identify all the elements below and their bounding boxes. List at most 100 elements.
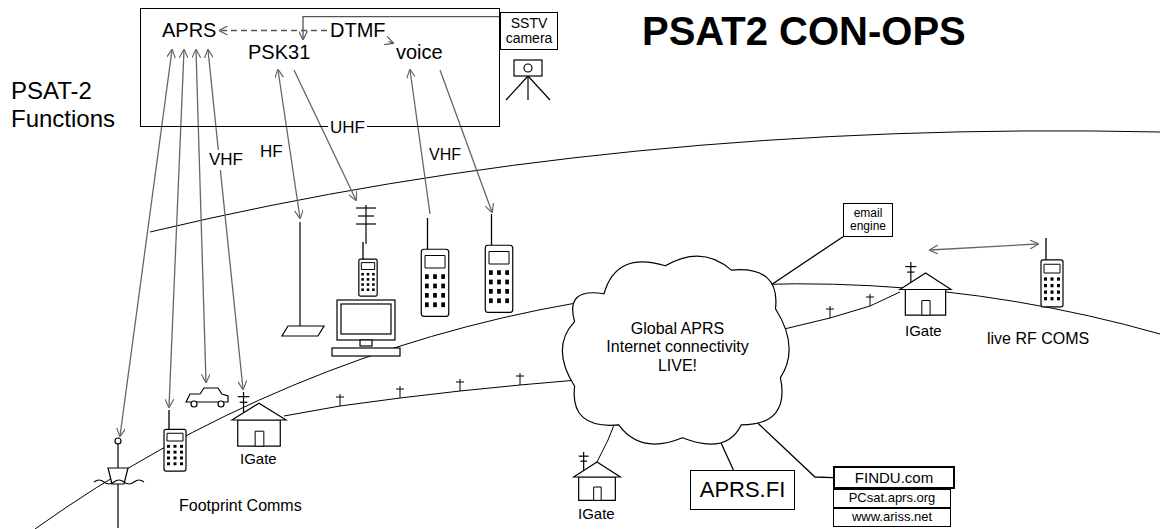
label-box: Footprint Comms xyxy=(177,497,304,515)
pole-wires xyxy=(340,394,341,406)
website-box: FINDU.com xyxy=(833,466,955,489)
label-box: IGate xyxy=(576,505,617,522)
label-text: Footprint Comms xyxy=(177,497,304,515)
horizon-arc xyxy=(150,131,1160,232)
voice-links xyxy=(410,70,430,214)
handheld-radio xyxy=(1041,238,1063,307)
buoy-icon xyxy=(108,468,128,484)
computer-icon xyxy=(332,300,400,356)
pole-wires xyxy=(830,306,831,318)
label-text: IGate xyxy=(903,322,944,339)
function-label: voice xyxy=(393,39,446,66)
pole-wires xyxy=(284,378,600,416)
pole-wires xyxy=(456,382,464,383)
computer-icon xyxy=(337,300,395,340)
computer-icon xyxy=(332,348,400,356)
vhf-aprs-links xyxy=(208,50,243,389)
function-label: APRS xyxy=(159,17,219,44)
internet-cloud: Global APRS Internet connectivity LIVE! xyxy=(555,240,800,455)
node-text: PCsat.aprs.org xyxy=(849,491,936,506)
label-box: IGate xyxy=(903,322,944,339)
label-text: live RF COMS xyxy=(985,330,1091,348)
car-icon xyxy=(191,401,197,407)
cloud-outline xyxy=(562,256,789,444)
pole-wires xyxy=(597,420,616,462)
buoy-icon xyxy=(94,480,144,484)
label-text: VHF xyxy=(207,150,245,170)
label-box: HF xyxy=(258,142,285,162)
buoy-icon xyxy=(117,442,118,528)
node-text: APRS.FI xyxy=(700,477,786,502)
yagi-antenna-icon xyxy=(356,223,376,224)
node-text: www.ariss.net xyxy=(852,510,932,525)
computer-icon xyxy=(360,340,372,346)
website-box: APRS.FI xyxy=(690,470,795,510)
node-text: email engine xyxy=(847,207,889,233)
voice-links xyxy=(410,70,1038,250)
handheld-radio xyxy=(164,410,186,471)
pole-wires xyxy=(866,297,874,298)
function-label: DTMF xyxy=(327,17,389,44)
label-text: IGate xyxy=(238,450,279,467)
buoy-icon xyxy=(94,438,144,528)
voice-links xyxy=(930,244,1038,250)
car-icon xyxy=(186,388,228,402)
car-icon xyxy=(186,388,228,407)
pole-wires xyxy=(520,373,521,385)
hf-antenna-icon xyxy=(282,222,324,336)
pole-wires xyxy=(336,397,344,398)
website-box: PCsat.aprs.org xyxy=(833,489,951,508)
node-text: FINDU.com xyxy=(855,469,933,486)
node-text: DTMF xyxy=(330,19,386,42)
label-box: VHF xyxy=(427,146,463,164)
title-text: PSAT2 CON-OPS xyxy=(640,8,968,54)
pole-wires xyxy=(826,309,834,310)
sstv-camera-icon xyxy=(524,64,532,72)
vhf-aprs-links xyxy=(196,50,206,382)
voice-links xyxy=(440,70,492,212)
website-box: www.ariss.net xyxy=(833,508,951,527)
label-box: IGate xyxy=(238,450,279,467)
satellite-box: PSAT-2 FunctionsAPRSPSK31DTMFvoice xyxy=(140,8,500,127)
server-box: email engine xyxy=(843,203,893,237)
hf-antenna-icon xyxy=(282,326,324,336)
pole-wires xyxy=(870,294,871,306)
hf-uhf-links xyxy=(278,70,356,218)
connector xyxy=(220,30,328,31)
handheld-radio xyxy=(359,242,377,296)
pole-wires xyxy=(396,389,404,390)
heading-text: PSAT-2 Functions xyxy=(11,77,136,132)
pole-wires xyxy=(780,292,900,330)
label-text: VHF xyxy=(427,146,463,164)
label-text: IGate xyxy=(576,505,617,522)
label-box: live RF COMS xyxy=(985,330,1091,348)
yagi-antenna-icon xyxy=(356,207,376,208)
yagi-antenna-icon xyxy=(358,215,374,216)
node-text: voice xyxy=(396,41,443,64)
label-box: UHF xyxy=(328,118,367,138)
sstv-camera-icon xyxy=(527,76,528,100)
node-text: SSTV camera xyxy=(504,16,554,47)
car-icon xyxy=(218,401,224,407)
igate-house xyxy=(574,452,621,500)
yagi-antenna-icon xyxy=(356,205,376,244)
sstv-camera-icon xyxy=(506,76,528,100)
sstv-camera-icon xyxy=(514,60,542,76)
vhf-aprs-links xyxy=(120,50,172,436)
node-text: PSK31 xyxy=(248,41,310,64)
node-text: APRS xyxy=(162,19,216,42)
camera-box: SSTV camera xyxy=(500,12,558,50)
buoy-icon xyxy=(115,438,121,444)
computer-icon xyxy=(341,304,391,334)
vhf-aprs-links xyxy=(120,50,243,436)
function-label: PSK31 xyxy=(245,39,313,66)
igate-house xyxy=(900,262,951,315)
pole-wires xyxy=(460,379,461,391)
sstv-camera-icon xyxy=(506,60,550,100)
handheld-radio xyxy=(421,218,449,316)
pole-wires xyxy=(400,386,401,398)
pole-wires xyxy=(516,376,524,377)
